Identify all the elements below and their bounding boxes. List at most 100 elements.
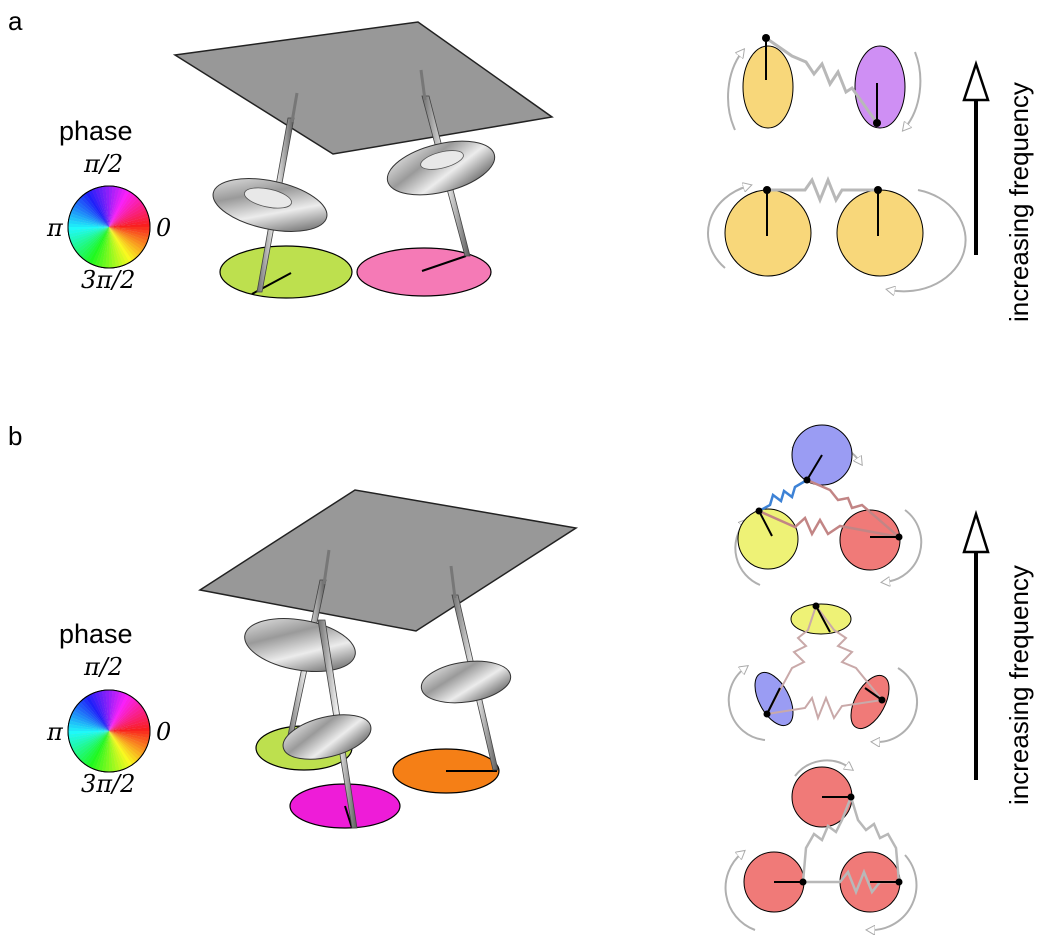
phase-legend-top-label: π/2 — [83, 653, 123, 681]
phase-wheel-sector — [109, 216, 150, 227]
phase-wheel-sector — [109, 197, 141, 227]
phase-wheel-sector — [69, 731, 109, 746]
rotor-disc-front — [282, 714, 372, 760]
rotation-arrow — [707, 186, 748, 269]
phase-wheel-sector — [77, 227, 109, 257]
phase-wheel-sector — [94, 691, 109, 731]
phase-wheel-sector — [109, 731, 150, 742]
rotation-arrow — [875, 667, 919, 742]
phase-wheel-sector — [77, 731, 109, 761]
phase-wheel-sector — [109, 699, 138, 731]
coupling-spring — [815, 605, 883, 701]
rotation-arrow — [885, 509, 923, 582]
oscillator-yellow — [737, 508, 799, 570]
phase-wheel-sector — [109, 731, 136, 765]
phase-wheel-sector — [68, 227, 109, 238]
phase-wheel-sector — [109, 690, 120, 731]
coupling-spring — [765, 36, 879, 124]
phase-wheel-sector — [69, 716, 109, 731]
phase-wheel-sector — [101, 731, 109, 772]
phase-wheel-sector — [109, 731, 141, 760]
phase-wheel-sector — [109, 690, 117, 731]
phase-wheel-sector — [75, 227, 109, 254]
phase-wheel-sector — [94, 731, 109, 771]
phase-disc-right — [356, 247, 492, 297]
phase-legend-left-label: π — [46, 718, 64, 746]
pivot-dot — [762, 34, 770, 42]
coupling-spring-red — [806, 478, 900, 538]
phase-wheel-sector — [75, 704, 109, 731]
phase-wheel-sector — [88, 189, 109, 227]
panel-a: a phase π/2 π 0 3π/2 — [8, 6, 1034, 322]
phase-wheel-sector — [105, 731, 110, 772]
phase-wheel-sector — [109, 186, 117, 227]
phase-wheel-sector — [109, 227, 120, 268]
phase-wheel-sector — [91, 731, 109, 770]
phase-legend-title: phase — [59, 619, 133, 649]
pivot-dot — [803, 476, 811, 484]
phase-wheel-sector — [109, 227, 139, 259]
phase-wheel-sector — [71, 731, 109, 752]
phase-wheel-sector — [71, 710, 109, 731]
phase-wheel-sector — [80, 227, 109, 259]
phase-wheel-sector — [91, 692, 109, 731]
frequency-axis-label: increasing frequency — [1004, 82, 1034, 322]
phase-wheel-sector — [109, 227, 133, 263]
phase-wheel-sector — [80, 731, 109, 763]
phase-wheel-sector — [70, 227, 109, 245]
phase-wheel-sector — [69, 212, 109, 227]
phase-wheel-sectors — [67, 689, 151, 773]
phase-wheel-sector — [109, 195, 138, 227]
phase-wheel-sector — [91, 188, 109, 227]
frequency-axis-a: increasing frequency — [962, 60, 1034, 322]
pivot-dot — [878, 696, 886, 704]
rotor-hub-left — [244, 187, 292, 209]
phase-wheel-sector — [108, 186, 113, 227]
phase-wheel-sector — [109, 227, 124, 267]
phase-wheel-sector — [109, 227, 145, 251]
phase-wheel-sector — [109, 200, 143, 227]
rotor-hub-right — [420, 150, 464, 170]
phase-indicator-front — [344, 805, 353, 829]
phase-wheel-sector — [109, 731, 143, 758]
phase-wheel-sector — [109, 731, 133, 767]
rotation-arrow — [727, 668, 766, 741]
phase-wheel-sector — [68, 723, 109, 731]
pivot-dot — [763, 186, 771, 194]
phase-wheel-sector — [109, 691, 124, 731]
coupling-spring — [766, 695, 883, 722]
phase-wheel-sector — [109, 227, 141, 256]
phase-wheel-sector — [98, 731, 109, 772]
coupling-spring — [803, 868, 899, 896]
phase-wheel-sector — [109, 209, 148, 227]
phase-wheel-sector — [71, 206, 109, 227]
phase-indicator — [758, 510, 773, 537]
rotor-assembly-b — [198, 489, 579, 829]
phase-wheel-sector — [109, 731, 120, 772]
phase-wheel-sector — [85, 191, 109, 227]
phase-wheel-sector — [68, 731, 109, 742]
plate — [172, 21, 554, 155]
mode-schematics-b — [724, 424, 923, 930]
phase-wheel-sector — [77, 702, 109, 731]
phase-legend-title: phase — [59, 116, 133, 146]
phase-legend-bottom-label: 3π/2 — [81, 266, 135, 294]
phase-wheel-sector — [109, 693, 130, 731]
rotation-arrow — [794, 759, 850, 777]
phase-wheel-sector — [109, 731, 124, 771]
frequency-arrow-head — [962, 509, 990, 554]
phase-wheel-sector — [70, 731, 109, 749]
phase-wheel-sector — [91, 227, 109, 266]
phase-wheel-sector — [109, 186, 120, 227]
frequency-arrow-head — [962, 60, 990, 102]
pivot-dot — [874, 186, 882, 194]
phase-wheel-sector — [109, 193, 136, 227]
phase-wheel-sector — [109, 716, 149, 731]
phase-wheel-sector — [109, 227, 148, 245]
oscillator-right — [836, 189, 924, 277]
pivot-dot — [812, 602, 820, 610]
phase-wheel-sector — [73, 227, 109, 251]
phase-wheel-sector — [109, 227, 147, 248]
phase-wheel-sector — [75, 200, 109, 227]
pivot-dot — [895, 878, 903, 886]
